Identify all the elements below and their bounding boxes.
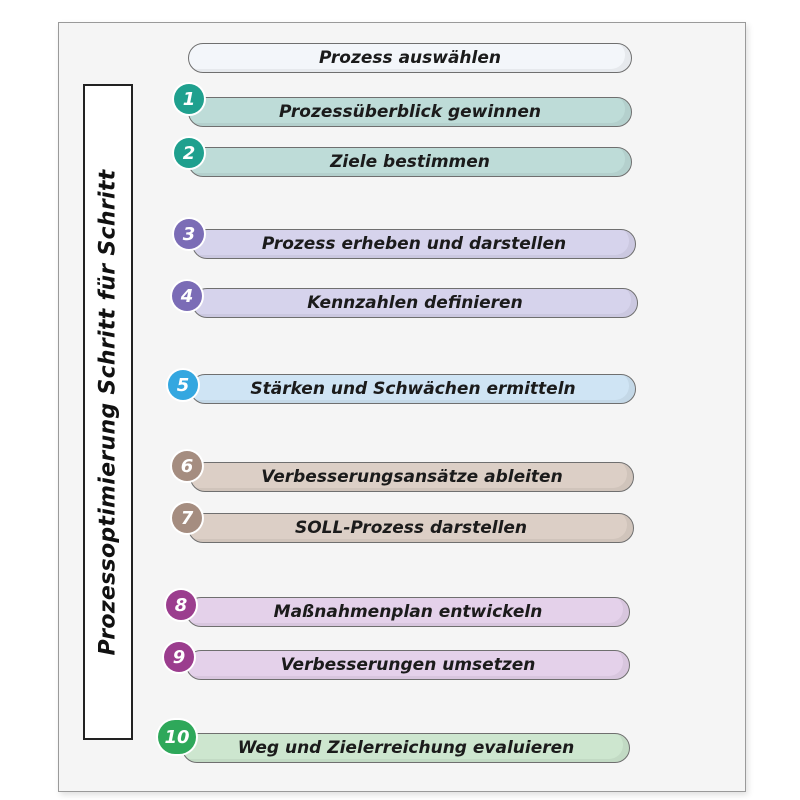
step-6-pill: Verbesserungsansätze ableiten [190,462,634,492]
step-5-pill: Stärken und Schwächen ermitteln [190,374,636,404]
step-start-select-process: Prozess auswählen [188,43,632,73]
step-8-badge: 8 [166,590,196,620]
step-4-badge: 4 [172,281,202,311]
step-3-badge: 3 [174,219,204,249]
step-1-badge: 1 [174,84,204,114]
step-2-pill: Ziele bestimmen [188,147,632,177]
vertical-title-box: Prozessoptimierung Schritt für Schritt [83,84,133,740]
step-2-badge: 2 [174,138,204,168]
step-7-badge: 7 [172,503,202,533]
step-4-pill: Kennzahlen definieren [192,288,638,318]
step-7-pill: SOLL-Prozess darstellen [188,513,634,543]
step-9-pill: Verbesserungen umsetzen [186,650,630,680]
step-1-pill: Prozessüberblick gewinnen [188,97,632,127]
step-3-pill: Prozess erheben und darstellen [192,229,636,259]
step-6-badge: 6 [172,451,202,481]
step-9-badge: 9 [164,642,194,672]
page-title: Prozessoptimierung Schritt für Schritt [95,169,121,655]
step-10-badge: 10 [158,720,196,754]
step-8-pill: Maßnahmenplan entwickeln [186,597,630,627]
step-5-badge: 5 [168,370,198,400]
step-10-pill: Weg und Zielerreichung evaluieren [182,733,630,763]
